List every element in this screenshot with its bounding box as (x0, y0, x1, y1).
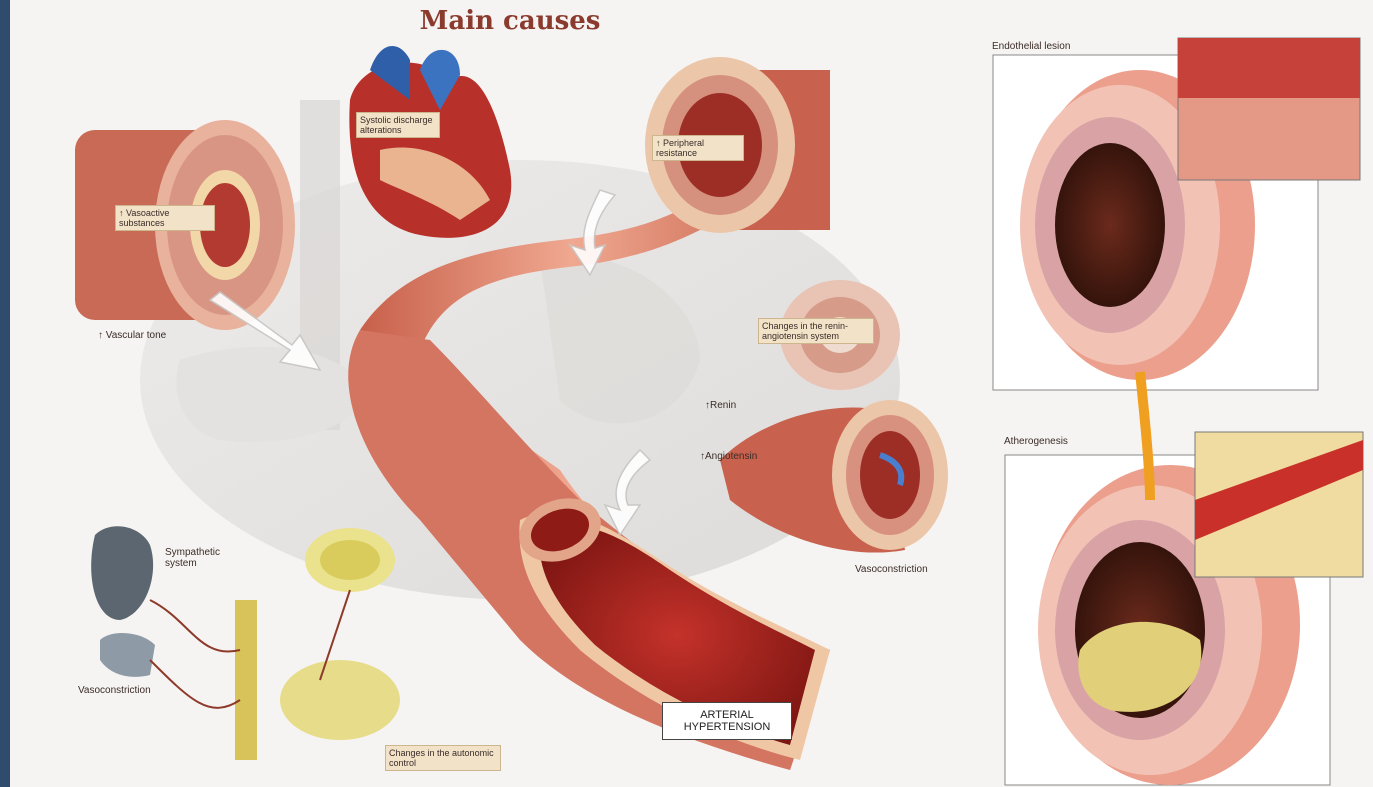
label-angiotensin: ↑Angiotensin (700, 451, 757, 462)
atherogenesis-panel (1005, 372, 1363, 785)
label-atherogenesis: Atherogenesis (1004, 436, 1068, 447)
center-label-arterial-hypertension: ARTERIAL HYPERTENSION (662, 702, 792, 740)
label-sympathetic-system: Sympathetic system (165, 547, 245, 569)
up-arrow-icon: ↑ (656, 138, 661, 148)
up-arrow-icon: ↑ (98, 330, 103, 341)
label-endothelial-lesion: Endothelial lesion (992, 41, 1070, 52)
label-renin: ↑Renin (705, 400, 736, 411)
nervous-system-illustration (91, 526, 400, 760)
label-renin-angiotensin: Changes in the renin-angiotensin system (758, 318, 874, 344)
page-title: Main causes (410, 6, 610, 36)
label-vasoconstriction-left: Vasoconstriction (78, 685, 151, 696)
label-autonomic-control: Changes in the autonomic control (385, 745, 501, 771)
label-systolic-discharge: Systolic discharge alterations (356, 112, 440, 138)
up-arrow-icon: ↑ (119, 208, 124, 218)
label-vasoconstriction-right: Vasoconstriction (855, 564, 928, 575)
label-vascular-tone: ↑ Vascular tone (98, 330, 178, 341)
endothelial-panel (993, 38, 1360, 390)
label-vasoactive-substances: ↑ Vasoactive substances (115, 205, 215, 231)
label-peripheral-resistance: ↑ Peripheral resistance (652, 135, 744, 161)
